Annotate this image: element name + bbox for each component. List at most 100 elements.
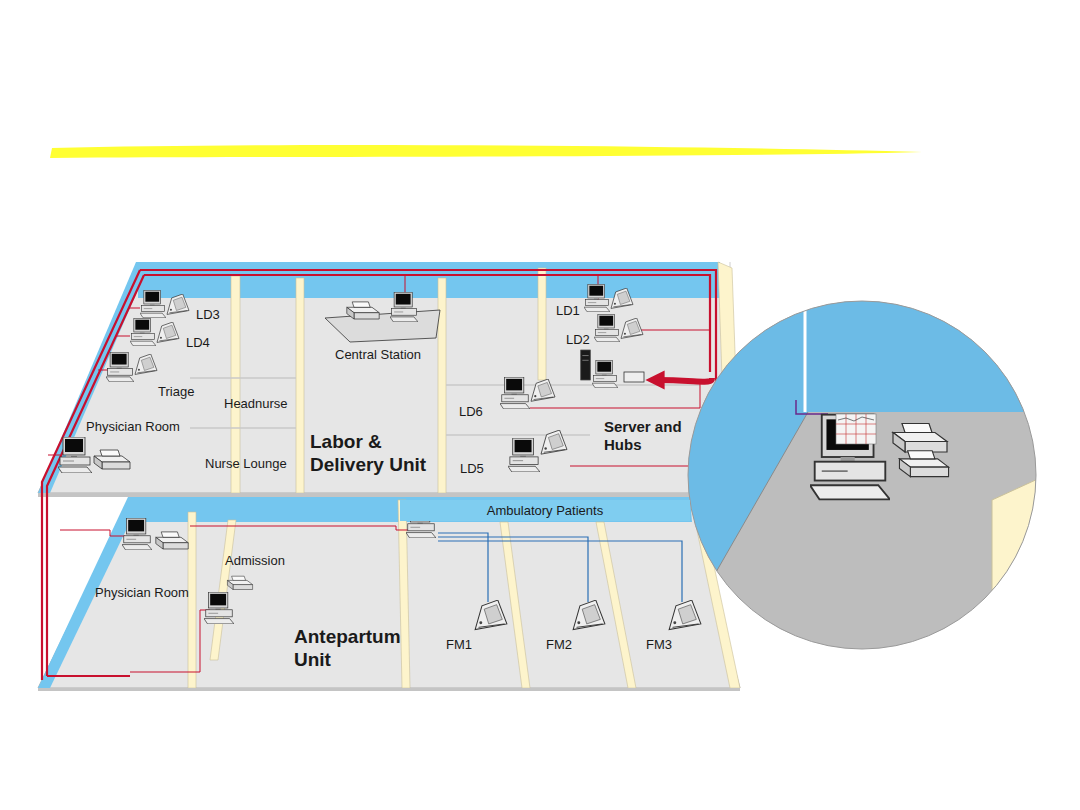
fetal-monitor xyxy=(621,318,643,338)
computer xyxy=(584,284,610,312)
fetal-monitor xyxy=(573,600,605,629)
drop-wire xyxy=(130,610,210,672)
lower-floor xyxy=(38,497,740,691)
computer xyxy=(390,292,418,322)
room-label: LD3 xyxy=(196,307,220,323)
back-wall xyxy=(128,497,692,522)
nurse-desk xyxy=(325,310,440,342)
fetal-monitor xyxy=(157,322,179,342)
inset-floor xyxy=(680,290,1050,660)
drop-wire xyxy=(98,370,108,371)
fetal-monitor xyxy=(541,430,567,454)
slab-edge xyxy=(38,688,740,691)
room-label: LD1 xyxy=(556,303,580,319)
drop-wire xyxy=(115,336,130,337)
computer xyxy=(500,377,530,409)
computer xyxy=(130,318,156,346)
slab-edge xyxy=(38,493,740,497)
network-trunk xyxy=(42,270,716,680)
computer xyxy=(204,592,234,624)
corridor-band: Ambulatory Patients xyxy=(400,500,690,521)
room-label: Headnurse xyxy=(224,396,288,412)
back-wall xyxy=(138,262,720,298)
room-label: Physician Room xyxy=(86,419,180,435)
room-divider xyxy=(190,427,296,429)
drop-wires xyxy=(48,275,720,672)
computer xyxy=(58,437,92,473)
printer xyxy=(156,532,188,549)
inset-partition xyxy=(992,478,1040,660)
floor-edge xyxy=(700,412,808,600)
room-label: LD5 xyxy=(460,461,484,477)
room-divider xyxy=(446,384,700,386)
partition-wall xyxy=(296,278,304,493)
screen-grid xyxy=(836,414,876,444)
room-divider xyxy=(446,434,590,436)
computer xyxy=(140,290,166,318)
fetal-monitor xyxy=(611,288,633,308)
room-label: Central Station xyxy=(335,347,421,363)
computer xyxy=(594,314,620,342)
partition-wall xyxy=(188,512,196,688)
trunk-wire xyxy=(42,270,140,680)
highlight-bar xyxy=(50,145,922,158)
drop-wire xyxy=(128,308,140,309)
fetal-monitor xyxy=(135,354,157,374)
station-equipment xyxy=(347,302,379,319)
floor-slab xyxy=(38,268,740,493)
monitor-wires xyxy=(438,533,682,602)
room-label: Admission xyxy=(225,553,285,569)
room-label: FM1 xyxy=(446,637,472,653)
server-tower xyxy=(581,350,590,380)
trunk-arrow xyxy=(655,378,712,382)
fetal-monitor xyxy=(531,379,555,401)
unit-name: Labor & Delivery Unit xyxy=(310,431,450,477)
room-label: LD6 xyxy=(459,404,483,420)
room-label: FM2 xyxy=(546,637,572,653)
network-hub xyxy=(624,372,644,382)
trunk-wire xyxy=(47,275,144,676)
upper-floor xyxy=(38,262,740,497)
partition-wall xyxy=(210,520,236,660)
drop-wire xyxy=(640,330,710,331)
printer xyxy=(94,450,130,469)
fetal-monitor xyxy=(475,600,507,629)
unit-name: Server and Hubs xyxy=(604,418,696,454)
trunk-wire xyxy=(47,675,130,677)
drop-wire xyxy=(190,526,410,530)
inset-computer xyxy=(810,415,890,500)
room-label: LD4 xyxy=(186,335,210,351)
drop-wire xyxy=(48,455,60,456)
inset-wall xyxy=(680,290,1040,600)
partition-wall xyxy=(500,522,530,688)
computer xyxy=(592,360,618,388)
computer xyxy=(508,438,540,472)
room-label: FM3 xyxy=(646,637,672,653)
inset-border xyxy=(688,301,1036,649)
monitor-wire xyxy=(438,541,682,602)
room-label: LD2 xyxy=(566,332,590,348)
computer xyxy=(106,352,134,382)
room-divider xyxy=(190,377,296,379)
printer xyxy=(227,576,252,589)
drop-wire xyxy=(60,530,125,536)
partition-wall xyxy=(596,522,636,688)
room-label: Triage xyxy=(158,384,194,400)
room-label: Physician Room xyxy=(95,585,189,601)
partition-wall xyxy=(538,268,546,380)
monitor-wire xyxy=(438,537,588,602)
inset-printer xyxy=(893,424,947,453)
unit-name: Antepartum Unit xyxy=(294,626,406,672)
computer xyxy=(122,518,152,550)
floor-slab xyxy=(38,500,740,688)
monitor-wire xyxy=(438,533,488,602)
drop-wire xyxy=(405,275,406,293)
lower-equipment xyxy=(122,506,701,629)
inset-device xyxy=(899,451,948,477)
trunk-wire xyxy=(140,270,716,395)
inset-wire xyxy=(796,400,828,414)
trunk-wire xyxy=(144,275,710,372)
